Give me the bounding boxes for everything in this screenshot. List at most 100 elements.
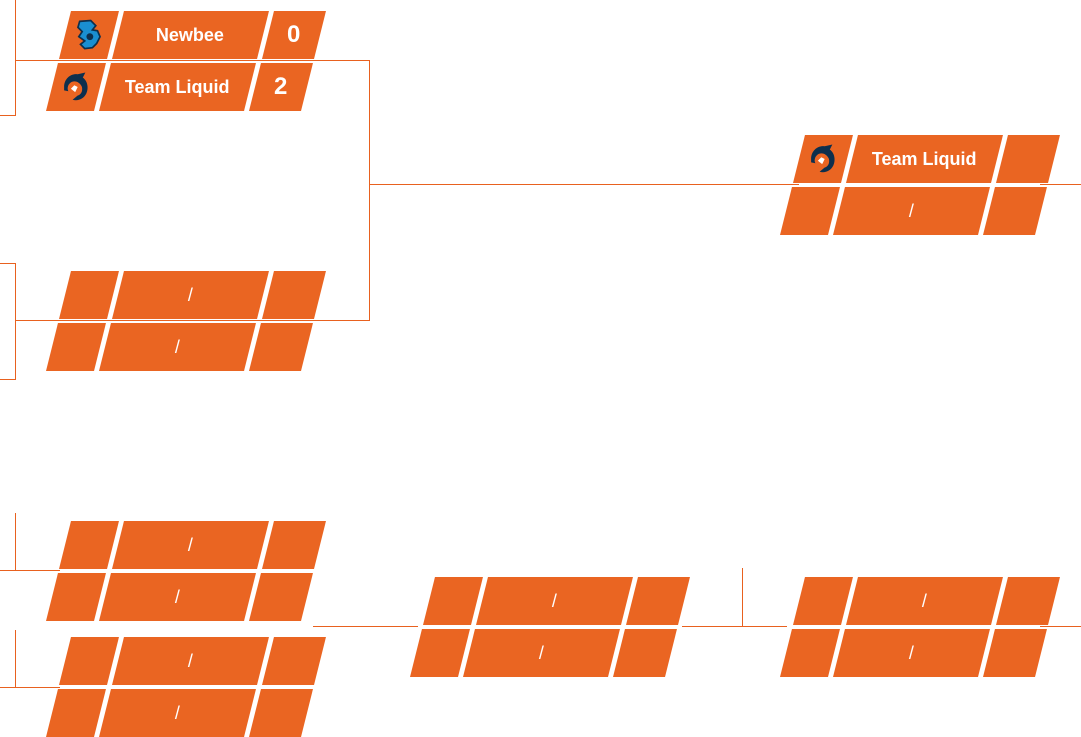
team-name: / [551, 590, 557, 611]
team-name-cell: / [112, 637, 269, 685]
team-logo-cell [46, 63, 106, 111]
team-slot[interactable]: / [46, 573, 313, 621]
team-score: 2 [274, 73, 288, 100]
team-liquid-logo-icon [811, 144, 835, 173]
team-slot[interactable]: / [59, 521, 326, 569]
team-logo-cell [793, 577, 853, 625]
connector-line [15, 630, 16, 688]
team-slot[interactable]: Team Liquid [793, 135, 1060, 183]
team-name-cell: / [99, 323, 256, 371]
team-score-cell [249, 573, 313, 621]
team-score-cell [983, 187, 1047, 235]
connector-line [0, 115, 16, 116]
connector-line [0, 379, 16, 380]
team-score-cell [613, 629, 677, 677]
team-name: / [174, 336, 180, 357]
team-logo-cell [59, 11, 119, 59]
team-name: / [187, 650, 193, 671]
connector-line [742, 568, 743, 626]
team-slot[interactable]: / [46, 689, 313, 737]
team-slot[interactable]: / [46, 323, 313, 371]
team-name-cell: / [833, 629, 990, 677]
connector-line [369, 60, 370, 321]
team-name: / [908, 200, 914, 221]
connector-line [0, 687, 60, 688]
match-upper-semifinal-2[interactable]: / / [46, 271, 326, 371]
team-logo-cell [59, 521, 119, 569]
team-name-cell: / [833, 187, 990, 235]
connector-line [15, 320, 370, 321]
team-name-cell: / [463, 629, 620, 677]
team-name-cell: / [99, 573, 256, 621]
connector-line [1040, 626, 1081, 627]
team-name: / [174, 586, 180, 607]
team-logo-cell [46, 689, 106, 737]
team-name-cell: / [112, 271, 269, 319]
connector-line [15, 0, 16, 116]
team-score-cell [996, 135, 1060, 183]
team-slot[interactable]: Newbee 0 [59, 11, 326, 59]
connector-line [15, 263, 16, 380]
team-score-cell [262, 271, 326, 319]
match-upper-semifinal-1[interactable]: Newbee 0 Team Liquid 2 [46, 11, 326, 111]
team-name: / [187, 534, 193, 555]
team-name-cell: Team Liquid [99, 63, 256, 111]
team-name: / [538, 642, 544, 663]
connector-line [369, 184, 799, 185]
team-logo-cell [59, 271, 119, 319]
match-lower-round1-b[interactable]: / / [46, 637, 326, 737]
team-name: Newbee [156, 24, 225, 45]
team-logo-cell [780, 187, 840, 235]
team-slot[interactable]: / [410, 629, 677, 677]
team-name-cell: Newbee [112, 11, 269, 59]
team-name-cell: / [476, 577, 633, 625]
team-name-cell: / [112, 521, 269, 569]
match-upper-final[interactable]: Team Liquid / [780, 135, 1060, 235]
team-name: / [174, 702, 180, 723]
team-score-cell [983, 629, 1047, 677]
team-logo-cell [59, 637, 119, 685]
team-score-cell [262, 521, 326, 569]
team-slot[interactable]: / [59, 637, 326, 685]
connector-line [0, 570, 60, 571]
team-slot[interactable]: / [793, 577, 1060, 625]
match-lower-round1-a[interactable]: / / [46, 521, 326, 621]
connector-line [1040, 184, 1081, 185]
team-name-cell: / [846, 577, 1003, 625]
match-lower-final[interactable]: / / [780, 577, 1060, 677]
team-score-cell: 0 [262, 11, 326, 59]
connector-line [15, 60, 370, 61]
connector-line [15, 513, 16, 571]
team-liquid-logo-icon [64, 72, 88, 101]
team-slot[interactable]: / [780, 629, 1047, 677]
team-name: Team Liquid [125, 76, 230, 97]
connector-line [313, 626, 418, 627]
team-slot[interactable]: / [59, 271, 326, 319]
team-score-cell [626, 577, 690, 625]
team-name-cell: / [99, 689, 256, 737]
team-score-cell [262, 637, 326, 685]
team-slot[interactable]: / [780, 187, 1047, 235]
team-logo-cell [46, 323, 106, 371]
match-lower-round2[interactable]: / / [410, 577, 690, 677]
team-score: 0 [287, 21, 301, 48]
team-logo-cell [423, 577, 483, 625]
team-logo-cell [46, 573, 106, 621]
team-score-cell: 2 [249, 63, 313, 111]
team-slot[interactable]: / [423, 577, 690, 625]
team-score-cell [996, 577, 1060, 625]
newbee-logo-icon [76, 19, 101, 50]
team-score-cell [249, 689, 313, 737]
team-score-cell [249, 323, 313, 371]
team-name: Team Liquid [872, 148, 977, 169]
team-logo-cell [410, 629, 470, 677]
connector-line [0, 263, 16, 264]
team-logo-cell [793, 135, 853, 183]
team-name: / [187, 284, 193, 305]
team-name-cell: Team Liquid [846, 135, 1003, 183]
team-logo-cell [780, 629, 840, 677]
connector-line [682, 626, 787, 627]
team-name: / [908, 642, 914, 663]
team-slot[interactable]: Team Liquid 2 [46, 63, 313, 111]
